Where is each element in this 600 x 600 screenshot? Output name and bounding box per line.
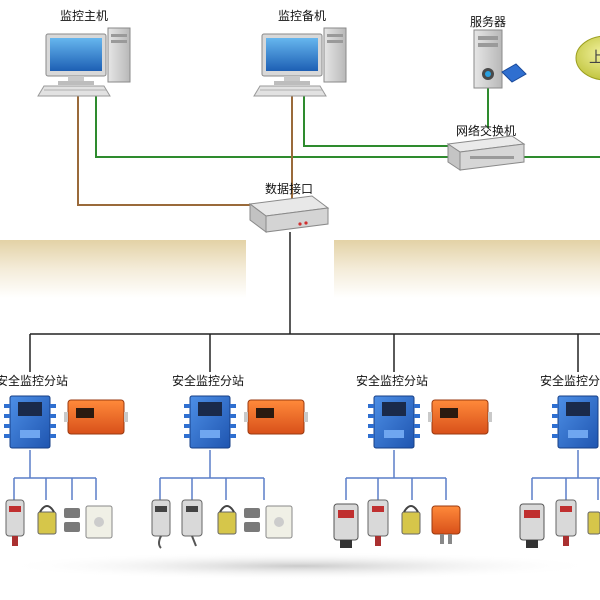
substation-label-1: 安全监控分站 (0, 374, 69, 388)
monitor-backup-computer[interactable] (253, 27, 347, 97)
substation-unit-2[interactable] (184, 395, 308, 449)
substation-label-2: 安全监控分站 (172, 374, 245, 388)
background-band-right (334, 240, 600, 298)
data-interface-device[interactable] (248, 195, 330, 233)
sensor-links (13, 450, 600, 500)
upper-badge-label: 上 (589, 48, 600, 66)
sensor-group-3 (333, 499, 461, 548)
monitor-main-computer[interactable] (37, 27, 131, 97)
sensor-group-4 (519, 499, 600, 548)
network-switch-device[interactable] (446, 135, 526, 171)
server-computer[interactable] (473, 29, 527, 89)
substation-unit-3[interactable] (368, 395, 492, 449)
ground-shadow (0, 552, 600, 580)
substation-label-4: 安全监控分站 (540, 374, 600, 388)
background-band-left (0, 240, 246, 298)
data-interface-label: 数据接口 (265, 182, 314, 196)
monitor-backup-label: 监控备机 (278, 9, 327, 23)
ethernet-links (95, 88, 600, 158)
sensor-group-2 (151, 499, 293, 549)
serial-links (77, 92, 293, 206)
server-label: 服务器 (470, 15, 507, 29)
substation-unit-1[interactable] (4, 395, 128, 449)
network-switch-label: 网络交换机 (456, 124, 517, 138)
sensor-group-1 (5, 499, 113, 546)
upper-badge (575, 35, 600, 81)
field-bus (29, 232, 600, 372)
substation-label-3: 安全监控分站 (356, 374, 429, 388)
substation-unit-4[interactable] (552, 395, 599, 449)
monitor-main-label: 监控主机 (60, 9, 109, 23)
